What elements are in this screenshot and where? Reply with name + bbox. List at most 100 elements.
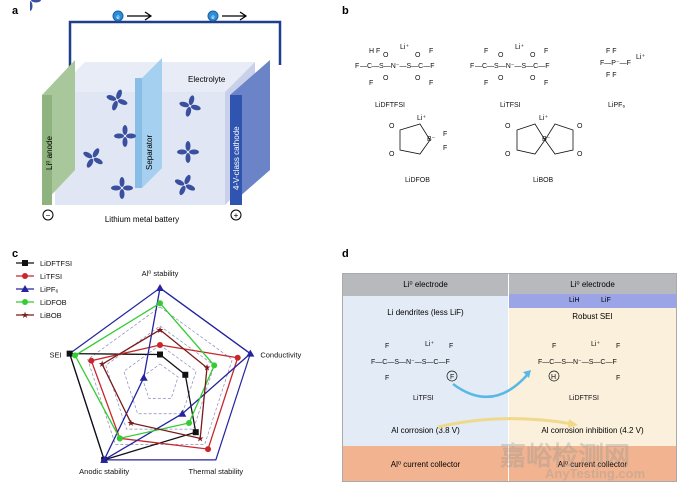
svg-text:O: O [389, 151, 395, 158]
left-corrosion-label: Al corrosion (3.8 V) [391, 426, 460, 435]
corrosion-arrow [437, 417, 578, 429]
right-collector [509, 446, 676, 481]
radar-point [72, 352, 79, 359]
anode-label: Li⁰ anode [45, 136, 54, 170]
lidftfsi-label: LiDFTFSI [375, 102, 405, 109]
cathode-label: 4-V-class cathode [232, 126, 241, 190]
lidfob-structure: Li⁺ B⁻ FF OO LiDFOB [389, 115, 447, 184]
svg-text:Li⁺: Li⁺ [515, 44, 524, 51]
radar-series-line [68, 352, 197, 461]
left-sei-label: Li dendrites (less LiF) [387, 308, 464, 317]
panel-label-a: a [12, 5, 19, 17]
radar-axis-label: Thermal stability [189, 467, 244, 476]
lipf6-label: LiPF₆ [608, 102, 625, 109]
radar-point [157, 300, 163, 307]
legend-marker [22, 299, 28, 305]
svg-text:Li⁺: Li⁺ [400, 44, 409, 51]
radar-grid-ring [141, 363, 179, 399]
svg-text:F: F [385, 375, 389, 382]
svg-text:B⁻: B⁻ [427, 136, 436, 143]
svg-text:F: F [355, 63, 359, 70]
left-electrode-label: Li⁰ electrode [403, 280, 448, 289]
left-collector [343, 446, 508, 481]
svg-text:F: F [369, 80, 373, 87]
panel-label-c: c [12, 248, 19, 260]
right-electrode [509, 274, 676, 294]
radar-point [100, 455, 109, 463]
panel-label-b: b [342, 5, 349, 17]
libob-label: LiBOB [533, 177, 554, 184]
svg-text:F—C—S—N⁻—S—C—F: F—C—S—N⁻—S—C—F [538, 359, 617, 366]
radar-axis-label: Al⁰ stability [142, 269, 179, 278]
svg-text:F: F [552, 343, 556, 350]
radar-point [156, 284, 164, 291]
lih-label: LiH [569, 297, 580, 304]
svg-text:O: O [498, 75, 504, 82]
electrolyte-label: Electrolyte [188, 75, 226, 84]
svg-text:Li⁺: Li⁺ [417, 115, 426, 122]
svg-text:B⁻: B⁻ [542, 136, 551, 143]
svg-text:F: F [385, 343, 389, 350]
lif-label: LiF [601, 297, 611, 304]
left-salt-label: LiTFSI [413, 395, 434, 402]
svg-text:O: O [415, 52, 421, 59]
radar-series-line [102, 286, 252, 462]
radar-point: ★ [127, 418, 135, 428]
radar-point [205, 446, 212, 453]
svg-text:—C—S—N⁻—S—C—F: —C—S—N⁻—S—C—F [360, 63, 434, 70]
svg-text:O: O [498, 52, 504, 59]
svg-text:—C—S—N⁻—S—C—F: —C—S—N⁻—S—C—F [475, 63, 549, 70]
svg-text:O: O [577, 123, 583, 130]
svg-text:F: F [450, 374, 454, 381]
legend-label: LiPF₆ [40, 285, 58, 294]
minus-terminal: − [46, 211, 51, 220]
svg-text:Li⁺: Li⁺ [636, 54, 645, 61]
radar-point [88, 357, 95, 364]
right-electrode-label: Li⁰ electrode [570, 280, 615, 289]
svg-text:F—C—S—N⁻—S—C—F: F—C—S—N⁻—S—C—F [371, 359, 450, 366]
radar-axis-label: Conductivity [260, 351, 301, 360]
right-collector-label: Al⁰ current collector [557, 460, 628, 469]
svg-text:H F: H F [369, 48, 380, 55]
right-salt-label: LiDFTFSI [569, 395, 599, 402]
lidfob-label: LiDFOB [405, 177, 430, 184]
left-electrode [343, 274, 508, 296]
mechanism-molecules: F—C—S—N⁻—S—C—F F F F F Li⁺ LiTFSI F—C—S—N… [371, 341, 620, 402]
svg-text:H: H [551, 374, 556, 381]
separator-label: Separator [145, 135, 154, 170]
battery-schematic: e e Electrolyte Li⁰ anode Separator 4-V-… [30, 0, 282, 224]
right-corrosion-label: Al corrosion inhibition (4.2 V) [541, 426, 644, 435]
radar-point [157, 342, 163, 348]
sei-layer [509, 294, 676, 308]
radar-point [186, 419, 193, 426]
svg-text:F: F [470, 63, 474, 70]
svg-text:F: F [443, 131, 447, 138]
svg-text:O: O [415, 75, 421, 82]
radar-point [66, 350, 73, 357]
legend-label: LiTFSI [40, 272, 62, 281]
radar-point [192, 429, 199, 436]
legend-marker [22, 273, 28, 279]
svg-text:O: O [577, 151, 583, 158]
battery-caption: Lithium metal battery [105, 215, 179, 224]
libob-structure: Li⁺ B⁻ OO OO LiBOB [505, 115, 583, 184]
radar-point [234, 354, 241, 361]
svg-text:O: O [530, 75, 536, 82]
svg-text:Li⁺: Li⁺ [591, 341, 600, 348]
radar-series-line [101, 329, 208, 440]
svg-text:O: O [505, 123, 511, 130]
radar-point [139, 373, 148, 381]
right-sei-label: Robust SEI [572, 312, 613, 321]
legend-label: LiDFTFSI [40, 259, 72, 268]
svg-text:Li⁺: Li⁺ [539, 115, 548, 122]
radar-point [157, 351, 163, 358]
svg-text:F F: F F [606, 72, 617, 79]
radar-axis-label: SEI [50, 351, 62, 360]
radar-grid-ring [87, 306, 233, 445]
watermark-en: AnyTesting.com [545, 466, 646, 481]
svg-text:F: F [429, 80, 433, 87]
svg-text:O: O [383, 75, 389, 82]
